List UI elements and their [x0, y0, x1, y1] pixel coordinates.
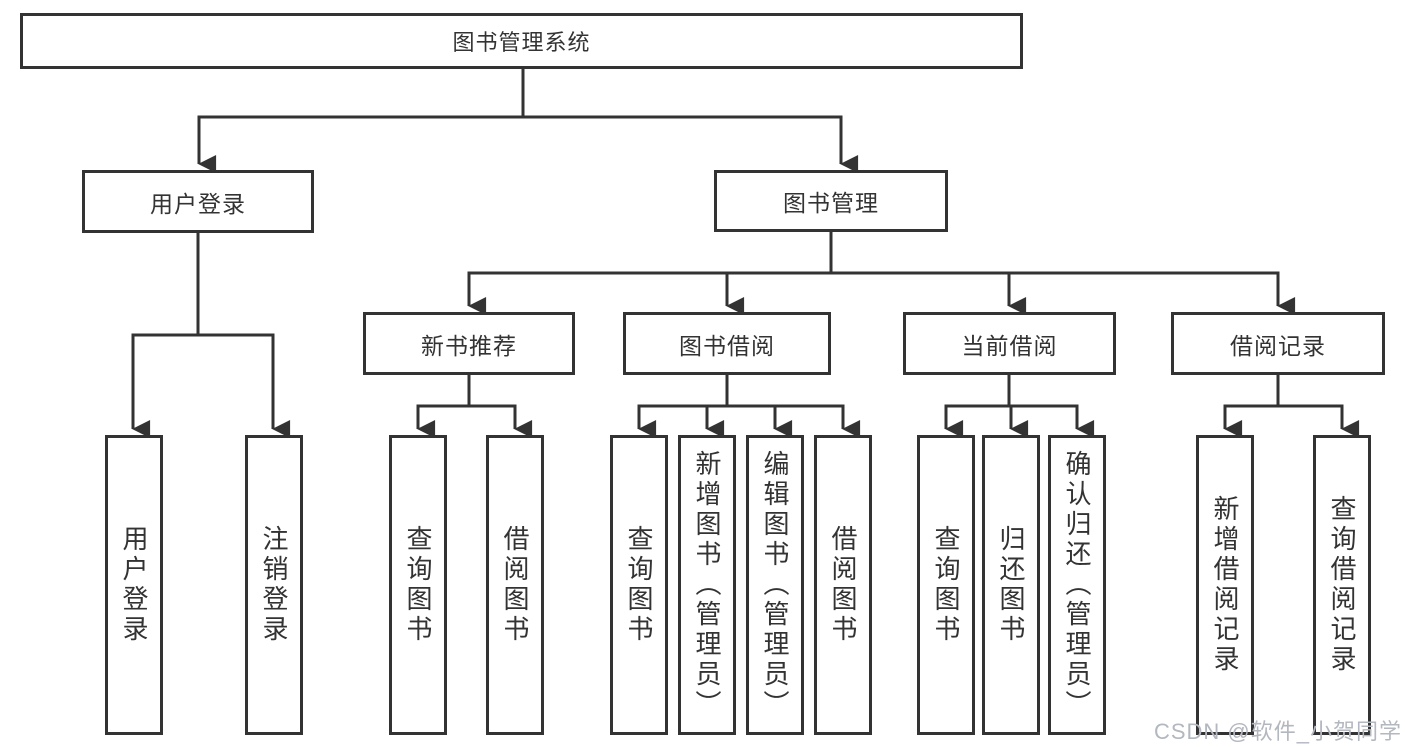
leaf-borrow-book-recommend-label: 借阅图书	[500, 525, 530, 645]
leaf-query-book-borrow: 查询图书	[610, 435, 668, 735]
leaf-add-book-admin-label: 新增图书（管理员）	[692, 450, 722, 720]
leaf-add-borrow-record: 新增借阅记录	[1196, 435, 1254, 735]
leaf-query-book-recommend: 查询图书	[389, 435, 447, 735]
node-new-book-recommend-label: 新书推荐	[421, 332, 517, 359]
leaf-add-book-admin: 新增图书（管理员）	[678, 435, 736, 735]
leaf-user-login-label: 用户登录	[119, 525, 149, 645]
leaf-edit-book-admin: 编辑图书（管理员）	[746, 435, 804, 735]
node-book-management: 图书管理	[714, 170, 948, 232]
leaf-user-login: 用户登录	[105, 435, 163, 735]
leaf-borrow-book-label: 借阅图书	[828, 525, 858, 645]
leaf-query-book-current-label: 查询图书	[931, 525, 961, 645]
leaf-query-book-recommend-label: 查询图书	[403, 525, 433, 645]
leaf-logout-label: 注销登录	[259, 525, 289, 645]
node-book-borrow: 图书借阅	[623, 312, 831, 375]
node-current-borrow: 当前借阅	[903, 312, 1116, 375]
leaf-borrow-book: 借阅图书	[814, 435, 872, 735]
leaf-borrow-book-recommend: 借阅图书	[486, 435, 544, 735]
node-borrow-record-label: 借阅记录	[1230, 332, 1326, 359]
node-user-login-branch-label: 用户登录	[150, 190, 246, 217]
node-root-system-label: 图书管理系统	[452, 30, 591, 55]
leaf-edit-book-admin-label: 编辑图书（管理员）	[760, 450, 790, 720]
leaf-query-book-borrow-label: 查询图书	[624, 525, 654, 645]
leaf-add-borrow-record-label: 新增借阅记录	[1210, 495, 1240, 675]
leaf-return-book: 归还图书	[982, 435, 1040, 735]
leaf-confirm-return-admin: 确认归还（管理员）	[1048, 435, 1106, 735]
watermark: CSDN @软件_小贺同学	[1153, 719, 1402, 744]
leaf-query-book-current: 查询图书	[917, 435, 975, 735]
node-root-system: 图书管理系统	[20, 13, 1023, 69]
leaf-logout: 注销登录	[245, 435, 303, 735]
node-current-borrow-label: 当前借阅	[961, 332, 1058, 359]
node-book-management-label: 图书管理	[783, 190, 879, 216]
leaf-query-borrow-record-label: 查询借阅记录	[1327, 495, 1357, 675]
leaf-query-borrow-record: 查询借阅记录	[1313, 435, 1371, 735]
leaf-return-book-label: 归还图书	[996, 525, 1026, 645]
node-book-borrow-label: 图书借阅	[679, 332, 775, 359]
node-user-login-branch: 用户登录	[82, 170, 314, 233]
leaf-confirm-return-admin-label: 确认归还（管理员）	[1062, 450, 1092, 720]
node-borrow-record: 借阅记录	[1171, 312, 1385, 375]
node-new-book-recommend: 新书推荐	[363, 312, 575, 375]
